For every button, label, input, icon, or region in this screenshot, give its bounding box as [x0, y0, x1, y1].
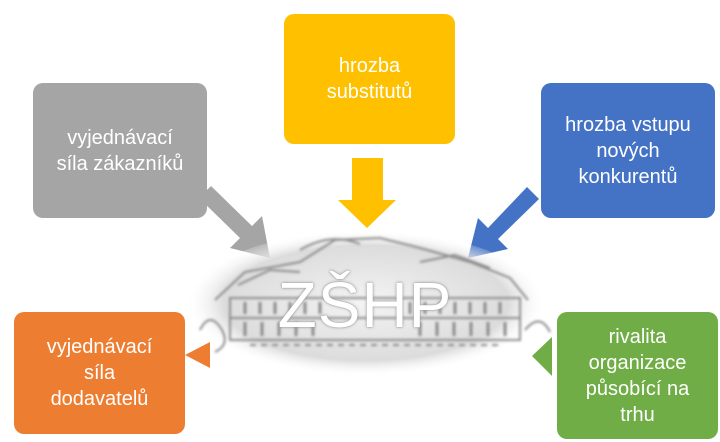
box-line: konkurentů	[578, 165, 678, 188]
box-line: síla zákazníků	[56, 152, 184, 175]
arrow-top	[338, 158, 396, 228]
box-line: působící na	[585, 377, 690, 400]
box-line: dodavatelů	[50, 388, 149, 410]
box-line: vyjednávací	[67, 126, 173, 149]
center-label: ZŠHP	[277, 269, 453, 341]
arrow-right	[468, 187, 539, 258]
arrow-bottom-right	[532, 337, 552, 376]
arrow-left	[199, 186, 270, 258]
box-line: hrozba	[338, 55, 401, 77]
school-building-picture	[188, 231, 551, 375]
box-line: síla	[83, 362, 116, 384]
customer-bargaining-power-box: vyjednávací síla zákazníků	[33, 83, 207, 218]
threat-of-substitutes-box: hrozba substitutů	[284, 14, 455, 144]
box-line: substitutů	[326, 81, 413, 103]
supplier-bargaining-power-box: vyjednávací síla dodavatelů	[14, 312, 185, 434]
box-line: rivalita	[608, 325, 667, 348]
box-line: nových	[596, 139, 660, 162]
box-line: organizace	[588, 351, 687, 374]
box-line: hrozba vstupu	[565, 113, 691, 136]
box-line: vyjednávací	[46, 336, 153, 358]
industry-rivalry-box: rivalita organizace působící na trhu	[557, 312, 718, 439]
threat-of-new-entrants-box: hrozba vstupu nových konkurentů	[541, 83, 715, 218]
box-line: trhu	[620, 403, 655, 426]
arrow-bottom-left	[185, 342, 210, 368]
